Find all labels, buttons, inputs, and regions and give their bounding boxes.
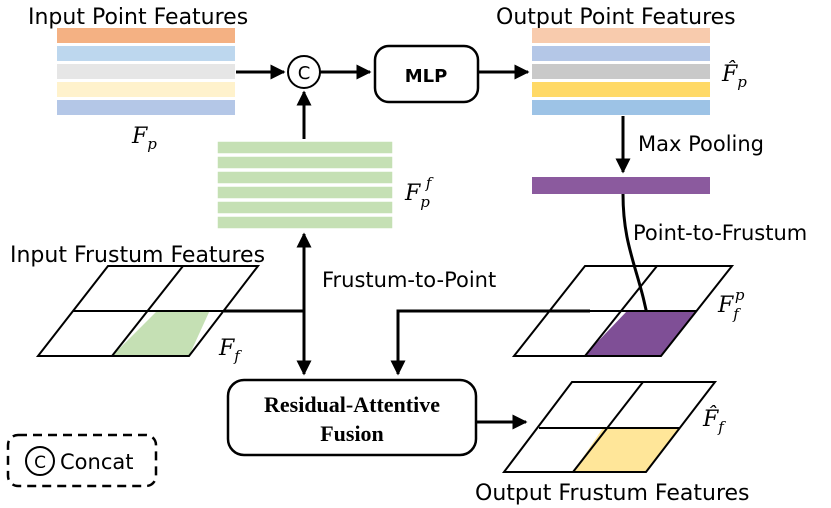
fused-point-feature-stack [216, 140, 394, 230]
legend-box [6, 433, 158, 488]
input-point-band-4 [57, 82, 235, 97]
fpf-label: Fpf [404, 174, 434, 211]
output-point-features-title: Output Point Features [496, 5, 736, 30]
input-point-band-5 [57, 100, 235, 115]
fused-band-1 [216, 140, 394, 155]
fusion-label-line2: Fusion [320, 421, 384, 446]
ffp-label: Ffp [717, 286, 745, 323]
fused-band-3 [216, 170, 394, 185]
arrow-pooled-to-fusion [390, 309, 590, 376]
input-point-band-3 [57, 64, 235, 79]
input-point-features-title: Input Point Features [28, 5, 248, 30]
concat-symbol: C [298, 63, 311, 84]
fusion-label-line1: Residual-Attentive [264, 392, 440, 417]
legend: C Concat [6, 433, 158, 488]
input-frustum-highlight-cell [112, 310, 210, 356]
legend-concat-symbol [25, 446, 55, 476]
pooled-frustum-highlight-cell [584, 310, 697, 356]
fp-label: Fp [131, 124, 157, 153]
output-point-band-5 [532, 100, 710, 115]
fp-hat-label: F̂p [721, 61, 747, 91]
input-frustum-features-title: Input Frustum Features [10, 243, 265, 268]
input-frustum-grid [35, 265, 261, 357]
output-point-feature-stack [532, 28, 710, 115]
pooled-frustum-grid [511, 265, 735, 357]
legend-concat-c: C [34, 453, 46, 473]
arrow-point-to-frustum [621, 193, 656, 332]
output-frustum-features-title: Output Frustum Features [475, 481, 750, 506]
mlp-block: MLP [373, 44, 480, 104]
output-point-band-2 [532, 46, 710, 61]
point-to-frustum-label: Point-to-Frustum [633, 221, 807, 245]
output-point-band-3 [532, 64, 710, 79]
input-point-band-2 [57, 46, 235, 61]
output-point-band-1 [532, 28, 710, 43]
fused-band-6 [216, 215, 394, 230]
residual-attentive-fusion-block: Residual-Attentive Fusion [226, 378, 478, 457]
fused-band-4 [216, 185, 394, 200]
fused-band-2 [216, 155, 394, 170]
max-pooling-label: Max Pooling [638, 132, 764, 156]
concat-node: C [287, 55, 321, 89]
legend-concat-label: Concat [60, 450, 133, 474]
pooled-feature-bar [532, 177, 710, 194]
output-frustum-grid [501, 381, 718, 473]
output-point-band-4 [532, 82, 710, 97]
mlp-label: MLP [405, 66, 448, 87]
ff-hat-label: F̂f [702, 406, 726, 436]
fused-band-5 [216, 200, 394, 215]
ff-label: Ff [218, 336, 242, 365]
frustum-to-point-label: Frustum-to-Point [322, 268, 496, 292]
input-point-band-1 [57, 28, 235, 43]
input-point-feature-stack [57, 28, 235, 115]
